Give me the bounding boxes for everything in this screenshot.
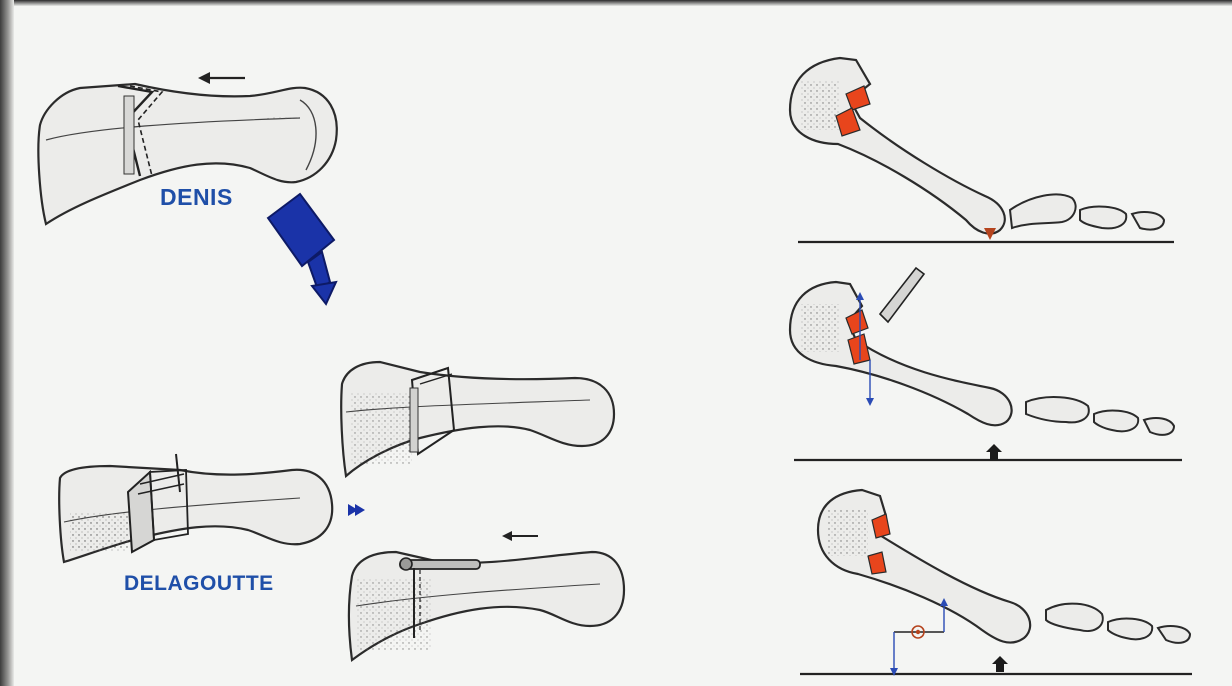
middle-upper-metatarsal <box>341 362 614 476</box>
blue-transition-arrow <box>268 194 336 304</box>
middle-lower-direction-arrow <box>502 531 538 541</box>
denis-label: DENIS <box>160 184 233 211</box>
toe-diagram-2 <box>790 268 1182 460</box>
toe-diagram-1 <box>790 58 1174 242</box>
delagoutte-metatarsal-bone <box>59 466 332 562</box>
delagoutte-label: DELAGOUTTE <box>124 572 274 596</box>
small-blue-arrow <box>348 504 365 516</box>
toe-diagram-3 <box>800 490 1192 676</box>
middle-lower-metatarsal <box>349 552 624 660</box>
denis-direction-arrow <box>198 72 245 84</box>
